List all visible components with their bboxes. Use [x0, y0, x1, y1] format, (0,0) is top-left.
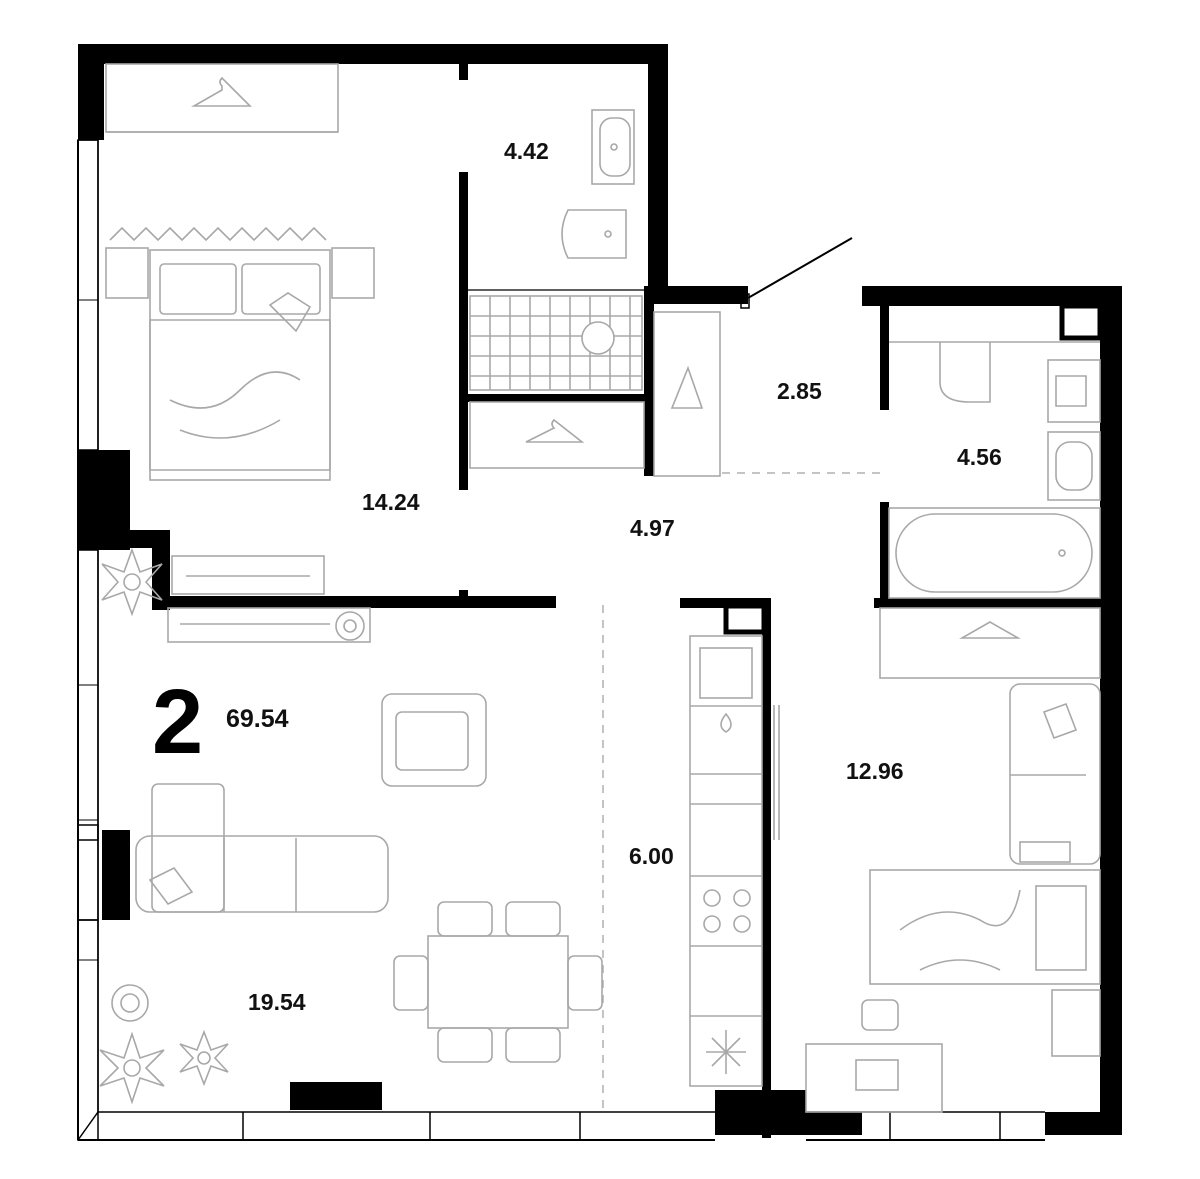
room-area-living-room: 19.54 — [248, 989, 306, 1015]
room-area-hallway: 4.97 — [630, 515, 675, 541]
bedroom-wardrobe — [105, 63, 339, 133]
living-room-furniture — [135, 693, 603, 1063]
bathroom-top-fixtures — [469, 109, 645, 469]
room-area-bathroom-right: 4.56 — [957, 444, 1002, 470]
window-lines — [77, 139, 1045, 1141]
rooms-count: 2 — [152, 671, 204, 773]
total-area: 69.54 — [226, 705, 289, 733]
bedroom-2-furniture — [805, 607, 1101, 1113]
double-bed — [105, 226, 375, 481]
wardrobe-fixtures — [653, 311, 721, 477]
bathroom-right-fixtures — [888, 341, 1101, 599]
room-area-bathroom-top: 4.42 — [504, 138, 549, 164]
room-area-bedroom-2: 12.96 — [846, 758, 904, 784]
kitchen-counter — [689, 635, 763, 1087]
room-area-bedroom: 14.24 — [362, 489, 420, 515]
room-area-wardrobe: 2.85 — [777, 378, 822, 404]
plant-icon — [99, 547, 229, 1105]
walls — [78, 44, 1122, 1138]
thin-partitions — [468, 289, 780, 840]
room-area-kitchen: 6.00 — [629, 843, 674, 869]
tv-console — [167, 555, 371, 643]
